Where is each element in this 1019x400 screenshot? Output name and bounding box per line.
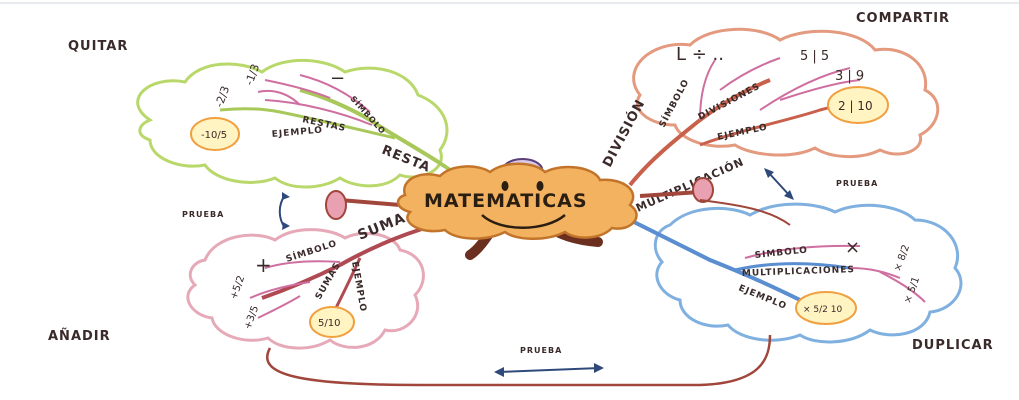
division-ejemplo-label: EJEMPLO [717,122,769,142]
prueba-right-arrow [768,172,790,196]
corner-label-duplicar: DUPLICAR [912,338,994,353]
corner-label-compartir: COMPARTIR [856,11,950,26]
multiplicacion-example-value: × 5/2 10 [803,305,842,315]
corner-label-anadir: AÑADIR [48,328,111,344]
prueba-bottom-arrow [498,368,600,372]
resta-example-value: -10/5 [201,130,227,141]
prueba-bottom-label: PRUEBA [520,346,562,355]
resta-example-bubble: -10/5 [191,118,239,150]
center-title: MATEMATICAS [424,190,588,212]
resta-cloud [138,60,447,187]
multiplicacion-problem-a: × 8/2 [892,243,912,273]
center-character: MATEMATICAS [398,159,636,255]
prueba-bottom-arrowhead-right [594,363,604,373]
suma-symbol: + [255,253,272,277]
multiplicacion-example-bubble: × 5/2 10 [796,292,856,324]
prueba-left-arrowhead-bottom [282,222,290,230]
prueba-left-arrowhead-top [282,192,290,200]
resta-label: RESTA [380,143,433,176]
multiplicacion-ejemplo-label: EJEMPLO [737,284,788,312]
suma-fraction-a: +5/2 [228,274,247,301]
resta-ejemplo-label: EJEMPLO [271,126,323,140]
suma-example-bubble: 5/10 [310,307,354,337]
multiplicacion-simbolo-label: SIMBOLO [754,245,808,261]
multiplicacion-symbol: × [845,237,860,258]
suma-example-value: 5/10 [318,318,340,329]
resta-fraction-b: -2/3 [213,84,233,109]
division-problem-a: 5 | 5 [800,49,829,64]
multiplicacion-problem-b: × 5/1 [902,275,922,305]
suma-cloud [188,230,424,348]
division-divisiones-label: DIVISIONES [697,82,762,123]
division-example-bubble: 2 | 10 [828,87,888,123]
division-example-value: 2 | 10 [838,99,873,113]
division-simbolo-label: SÍMBOLO [656,77,692,130]
suma-ejemplo-label: EJEMPLO [349,261,368,313]
prueba-bottom-arrowhead-left [494,367,504,377]
division-label: DIVISIÓN [599,96,648,169]
prueba-left-label: PRUEBA [182,210,224,219]
corner-label-quitar: QUITAR [68,39,128,54]
division-problem-b: 3 | 9 [835,69,864,84]
suma-sumas-label: SUMAS [314,261,343,302]
division-symbol: L ÷ .. [676,44,724,65]
resta-symbol: − [330,68,345,89]
prueba-right-label: PRUEBA [836,179,878,188]
bottom-loop-connector [267,335,770,385]
